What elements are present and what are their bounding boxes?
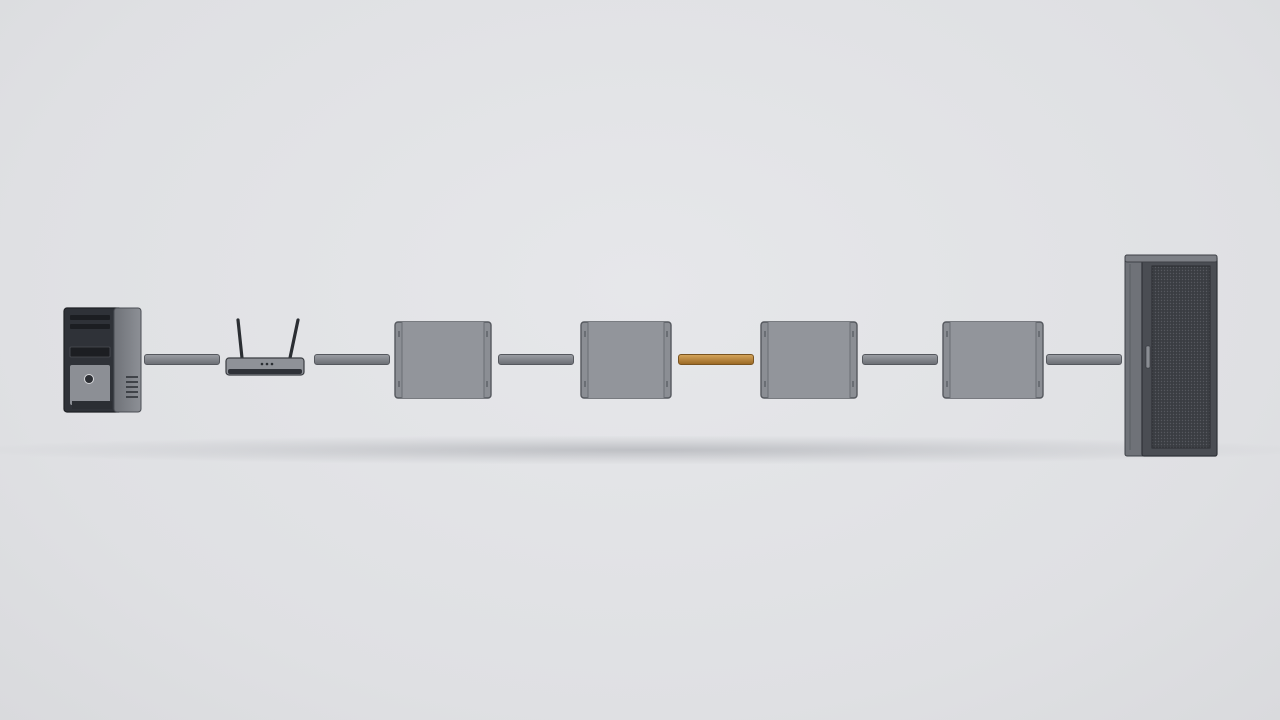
network-box-icon bbox=[580, 321, 672, 399]
link-hop-4-to-server bbox=[1046, 354, 1122, 365]
link-hop-3-to-hop-4 bbox=[862, 354, 938, 365]
link-computer-to-router bbox=[144, 354, 220, 365]
network-box-icon bbox=[942, 321, 1044, 399]
ground-shadow bbox=[0, 436, 1280, 464]
link-router-to-hop-1 bbox=[314, 354, 390, 365]
link-hop-1-to-hop-2 bbox=[498, 354, 574, 365]
server-rack-icon bbox=[1124, 254, 1218, 458]
network-box-icon bbox=[394, 321, 492, 399]
network-box-icon bbox=[760, 321, 858, 399]
link-hop-2-to-hop-3-highlighted bbox=[678, 354, 754, 365]
wifi-router-icon bbox=[224, 318, 306, 380]
desktop-tower-icon bbox=[62, 305, 144, 415]
